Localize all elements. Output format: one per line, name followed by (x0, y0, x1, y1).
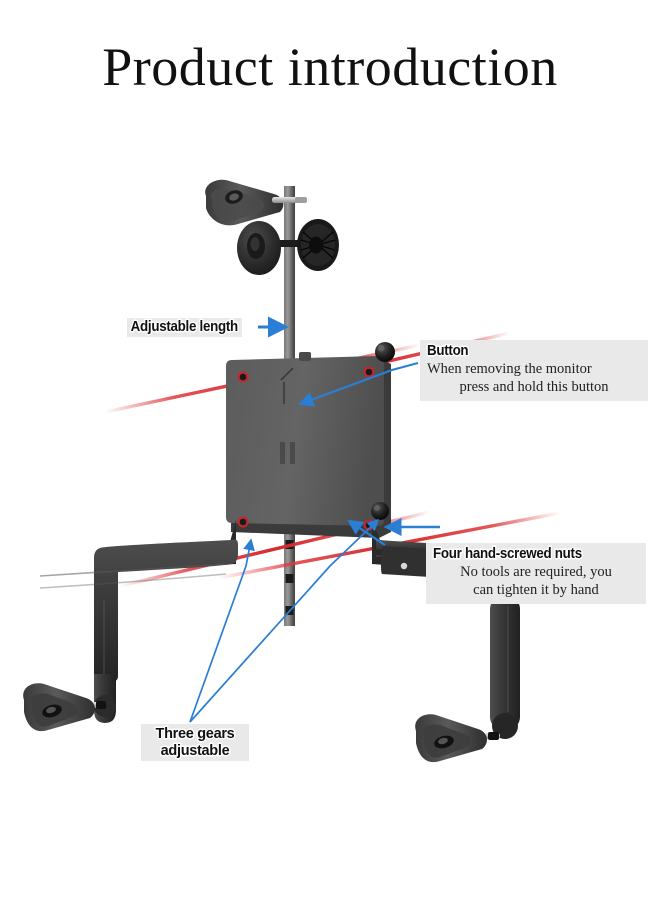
callout-nuts-body-line1: No tools are required, you (460, 563, 612, 580)
callout-three-gears-heading-line2: adjustable (159, 741, 230, 759)
leader-arrows (189, 316, 440, 723)
callout-nuts-heading: Four hand-screwed nuts (432, 545, 583, 563)
thumbscrew-knob (237, 219, 339, 275)
callout-button: Button When removing the monitor press a… (420, 340, 648, 401)
callout-three-gears-heading-line1: Three gears (154, 725, 236, 743)
callout-button-body-line2: press and hold this button (459, 378, 609, 395)
callout-adjustable-length-heading: Adjustable length (127, 318, 242, 337)
left-clamp (23, 683, 106, 732)
callout-three-gears-adjustable: Three gears adjustable (141, 724, 249, 762)
left-arm (39, 520, 238, 723)
callout-button-heading: Button (426, 342, 470, 360)
page-title: Product introduction (102, 37, 558, 97)
mounting-plate (226, 352, 391, 538)
top-clamp-lever (205, 179, 307, 226)
release-button (371, 342, 395, 520)
right-clamp (415, 714, 500, 763)
callout-nuts-body-line2: can tighten it by hand (473, 581, 599, 598)
callout-four-hand-screwed-nuts: Four hand-screwed nuts No tools are requ… (426, 543, 646, 604)
callout-adjustable-length: Adjustable length (127, 318, 252, 337)
callout-button-body-line1: When removing the monitor (427, 360, 592, 377)
